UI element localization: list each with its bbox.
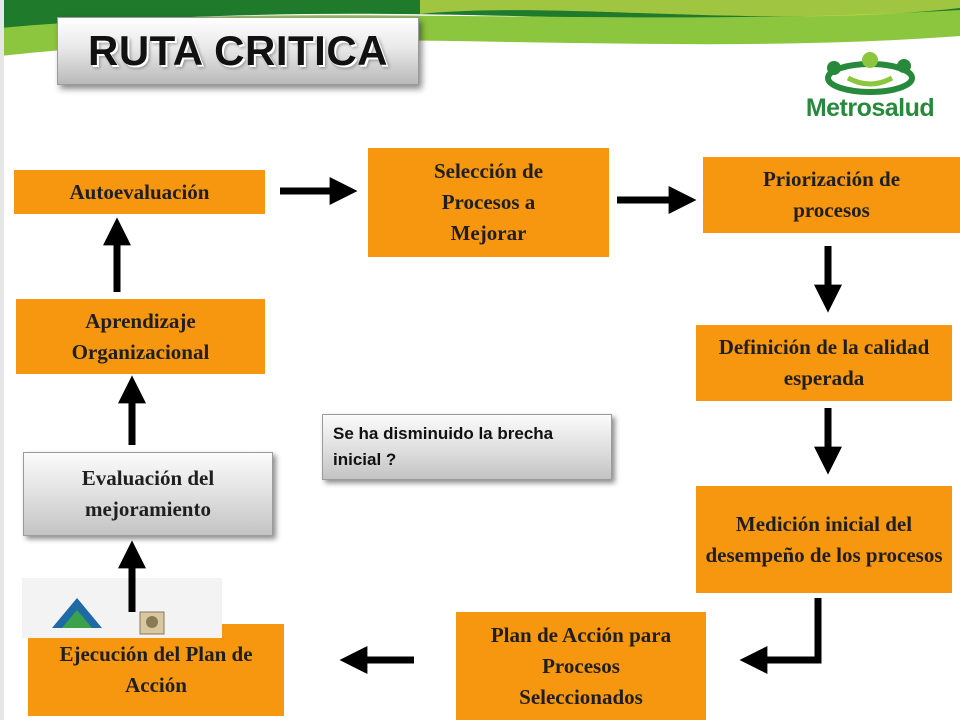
step-autoevaluacion: Autoevaluación	[14, 170, 265, 214]
step-ejecucion: Ejecución del Plan de Acción	[28, 624, 284, 716]
step-definicion: Definición de la calidad esperada	[696, 325, 952, 401]
metrosalud-logo: Metrosalud	[800, 50, 940, 130]
slide-title: RUTA CRITICA	[88, 27, 388, 74]
step-evaluacion: Evaluación del mejoramiento	[23, 452, 273, 536]
question-callout: Se ha disminuido la brecha inicial ?	[322, 414, 612, 480]
step-plan: Plan de Acción para Procesos Seleccionad…	[456, 612, 706, 720]
logo-wordmark: Metrosalud	[805, 94, 935, 122]
medellin-emblem	[22, 578, 222, 638]
logo-icon	[825, 52, 915, 95]
step-aprendizaje: Aprendizaje Organizacional	[16, 299, 265, 374]
slide-title-box: RUTA CRITICA	[57, 17, 419, 85]
step-priorizacion: Priorización de procesos	[703, 157, 960, 233]
step-seleccion: Selección de Procesos a Mejorar	[368, 148, 609, 257]
step-medicion: Medición inicial del desempeño de los pr…	[696, 486, 952, 593]
